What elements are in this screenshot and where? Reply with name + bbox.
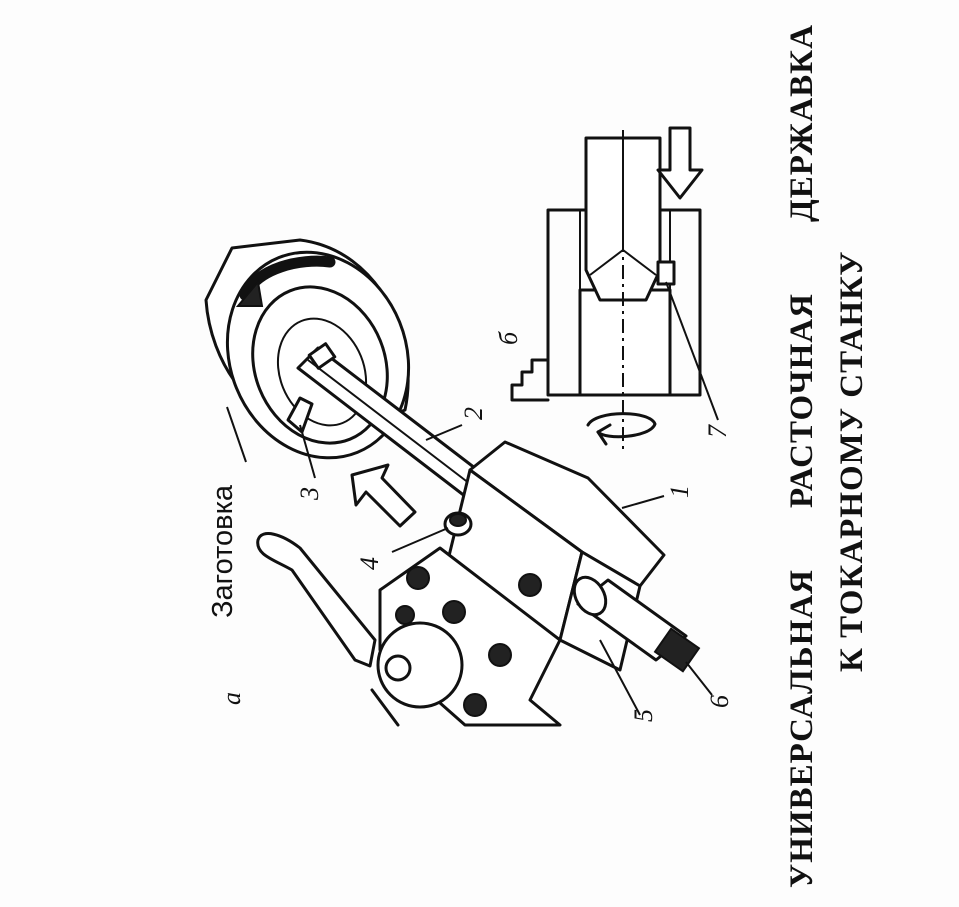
callout-3: 3 [295,487,324,501]
leader-6 [685,661,713,696]
callout-4: 4 [355,557,384,570]
base-bolts [395,566,542,717]
rotation-arrow-icon [586,412,657,439]
leader-7 [665,281,719,421]
nut-6 [653,627,701,673]
cutter-insert [656,260,676,286]
callout-2: 2 [459,407,488,420]
caption-word-3: ДЕРЖАВКА [784,24,820,222]
leader-workpiece [226,406,247,463]
section-view [510,126,719,450]
perspective-view [204,238,713,727]
caption-word-1: УНИВЕРСАЛЬНАЯ [784,569,820,888]
callout-7: 7 [703,424,732,438]
caption: УНИВЕРСАЛЬНАЯ РАСТОЧНАЯ ДЕРЖАВКА К ТОКАР… [784,24,870,888]
leader-1 [621,495,665,509]
wall-left [547,209,581,396]
lever-handle [256,532,377,668]
workpiece-rotation-icon [239,255,336,301]
panel-b-label: б [494,331,523,345]
callout-6: 6 [705,695,734,708]
leader-5 [599,639,641,716]
leader-4 [391,527,449,553]
caption-line-2: К ТОКАРНОМУ СТАНКУ [834,251,870,672]
callout-5: 5 [629,709,658,722]
workpiece-label: Заготовка [207,484,239,618]
feed-arrow-icon [656,126,704,200]
feed-arrow-a-icon [350,463,417,528]
cutter-3 [286,396,314,434]
panel-a-label: а [217,692,246,705]
caption-word-2: РАСТОЧНАЯ [784,293,820,508]
stepped-base [510,358,550,402]
leader-2 [425,424,463,441]
leader-3 [299,424,316,479]
callout-1: 1 [665,485,694,498]
bore [578,288,672,397]
lever-hub [376,621,464,709]
